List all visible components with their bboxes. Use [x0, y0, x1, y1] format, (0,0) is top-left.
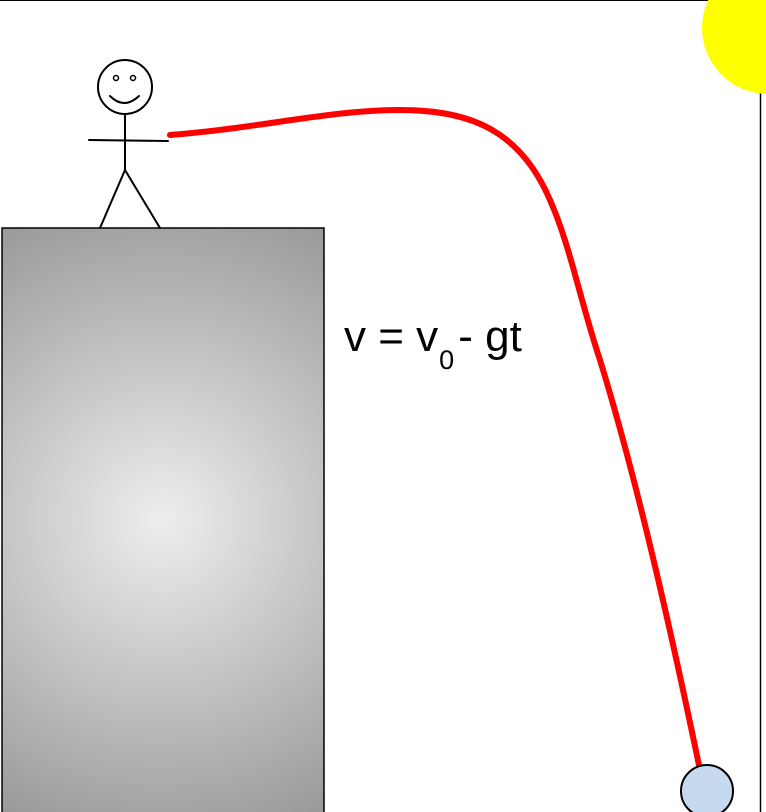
formula-equals: = [378, 312, 404, 361]
formula-minus: - [458, 312, 473, 361]
formula-term: gt [485, 312, 522, 361]
stick-figure-head [97, 59, 153, 115]
stick-figure-arms [88, 139, 169, 142]
formula-v-subscript: 0 [439, 345, 455, 375]
formula-v-base: v [416, 312, 439, 361]
velocity-formula: v = v0- gt [344, 311, 522, 375]
stick-figure-right-leg [124, 169, 161, 229]
stick-figure-left-leg [99, 169, 126, 229]
trajectory-path [167, 106, 703, 773]
stick-figure-icon [88, 59, 169, 229]
building [1, 227, 325, 812]
stick-figure-right-eye [129, 74, 137, 82]
formula-lhs: v [344, 312, 366, 361]
stick-figure-left-eye [112, 74, 120, 82]
stick-figure-smile [109, 95, 140, 104]
sun-icon [702, 0, 766, 94]
ball-icon [680, 764, 734, 812]
